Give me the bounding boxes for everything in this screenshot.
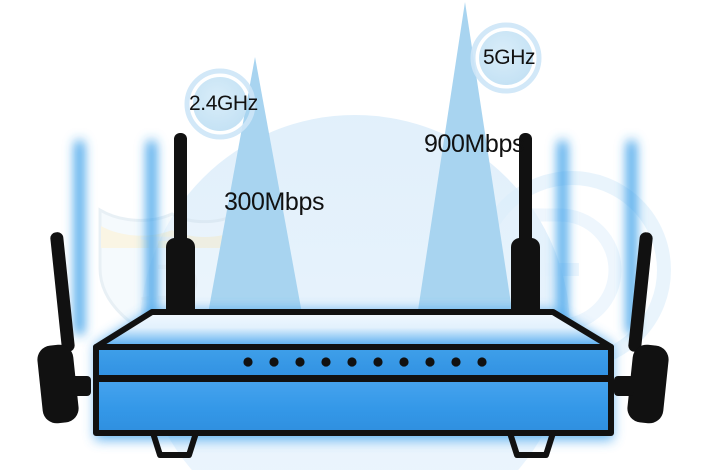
speed-label-2-4ghz: 300Mbps: [224, 188, 325, 216]
signal-arrow-2-4ghz: [205, 57, 305, 330]
router-leds: [243, 357, 487, 367]
antennas: [37, 133, 669, 424]
badge-label-2-4ghz: 2.4GHz: [189, 92, 258, 115]
badge-2-4ghz: [184, 68, 256, 140]
glow-bar-4: [627, 140, 636, 335]
router-top-face: [93, 309, 614, 350]
glow-bar-1: [75, 140, 84, 335]
badge-label-5ghz: 5GHz: [483, 46, 536, 69]
signal-arrow-5ghz: [415, 2, 515, 330]
badge-5ghz: [470, 22, 542, 94]
antenna-right-inner: [511, 133, 540, 330]
antenna-right-outer: [614, 232, 669, 424]
router-front-face: [93, 376, 614, 436]
antenna-left-outer: [37, 232, 91, 424]
router-foot-right: [507, 430, 556, 458]
antenna-glow-bars: [75, 140, 636, 335]
speed-label-5ghz: 900Mbps: [424, 130, 525, 158]
glow-bar-3: [558, 140, 567, 335]
router-body: [93, 309, 614, 458]
antenna-left-inner: [166, 133, 195, 330]
router-foot-left: [150, 430, 199, 458]
glow-bar-2: [147, 140, 156, 335]
